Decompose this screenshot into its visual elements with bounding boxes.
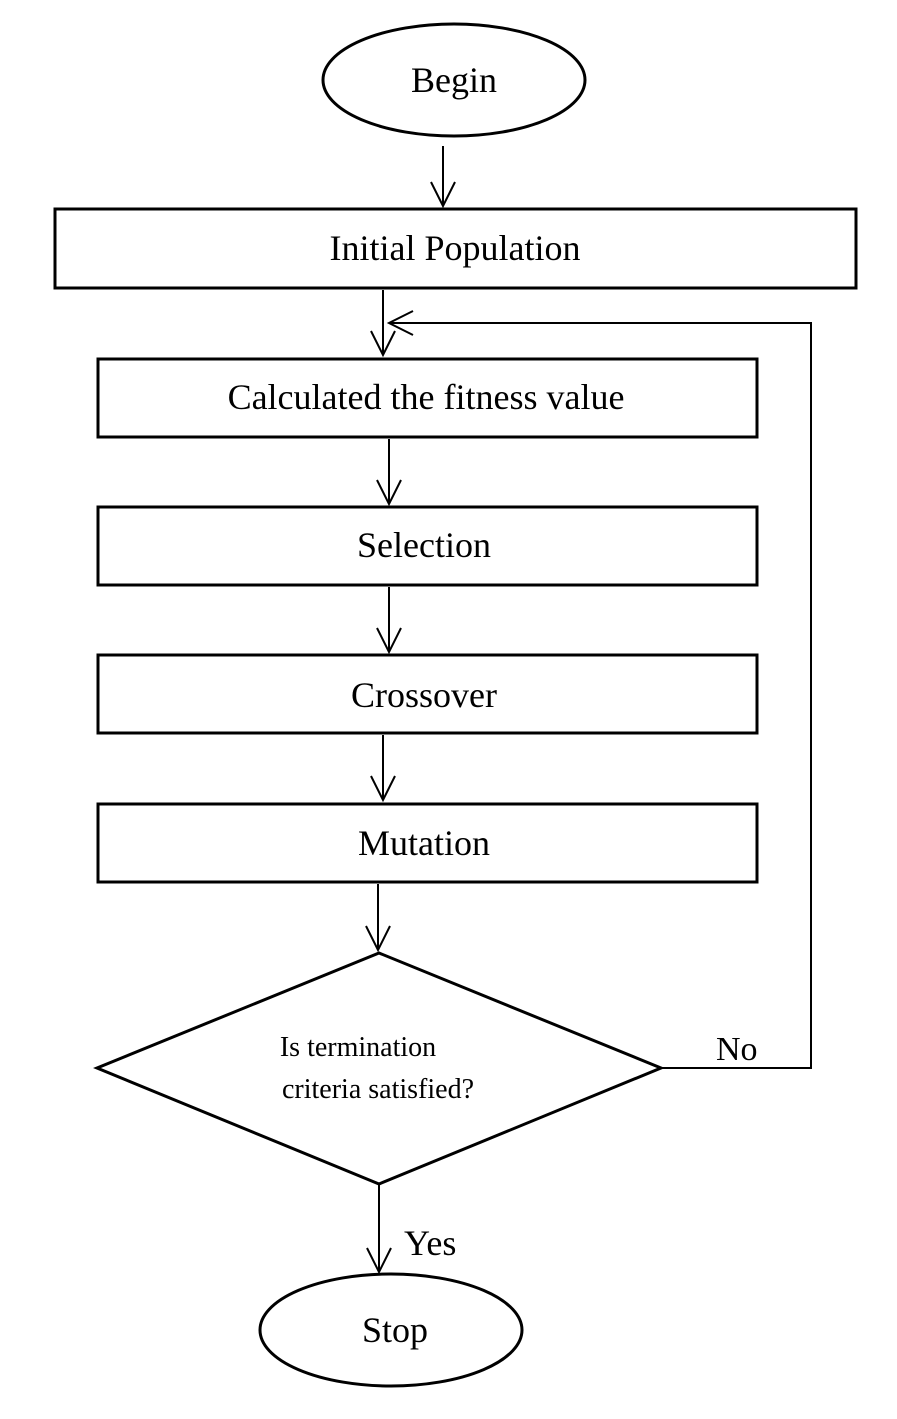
edge-selection-to-crossover xyxy=(376,587,402,655)
selection-label: Selection xyxy=(357,525,491,565)
fitness-node: Calculated the fitness value xyxy=(96,357,759,439)
mutation-label: Mutation xyxy=(358,823,490,863)
begin-node: Begin xyxy=(321,22,587,138)
edge-fitness-to-selection xyxy=(376,439,402,507)
crossover-node: Crossover xyxy=(96,653,759,735)
crossover-label: Crossover xyxy=(351,675,497,715)
edge-decision-no-loop: No xyxy=(386,310,812,1069)
decision-label-line1: Is termination xyxy=(280,1032,436,1063)
edge-initial-population-to-fitness xyxy=(370,290,396,358)
yes-label: Yes xyxy=(404,1223,456,1263)
stop-node: Stop xyxy=(258,1272,524,1388)
selection-node: Selection xyxy=(96,505,759,587)
no-label: No xyxy=(716,1031,758,1068)
decision-label-line2: criteria satisfied? xyxy=(282,1074,474,1105)
stop-label: Stop xyxy=(362,1310,428,1350)
edge-decision-yes-to-stop: Yes xyxy=(366,1184,456,1275)
edge-begin-to-initial-population xyxy=(430,146,456,209)
fitness-label: Calculated the fitness value xyxy=(228,377,625,417)
mutation-node: Mutation xyxy=(96,802,759,884)
edge-mutation-to-decision xyxy=(365,884,391,953)
termination-decision-node: Is termination criteria satisfied? xyxy=(93,951,665,1186)
begin-label: Begin xyxy=(411,60,497,100)
initial-population-label: Initial Population xyxy=(330,228,581,268)
initial-population-node: Initial Population xyxy=(53,207,858,290)
edge-crossover-to-mutation xyxy=(370,735,396,803)
